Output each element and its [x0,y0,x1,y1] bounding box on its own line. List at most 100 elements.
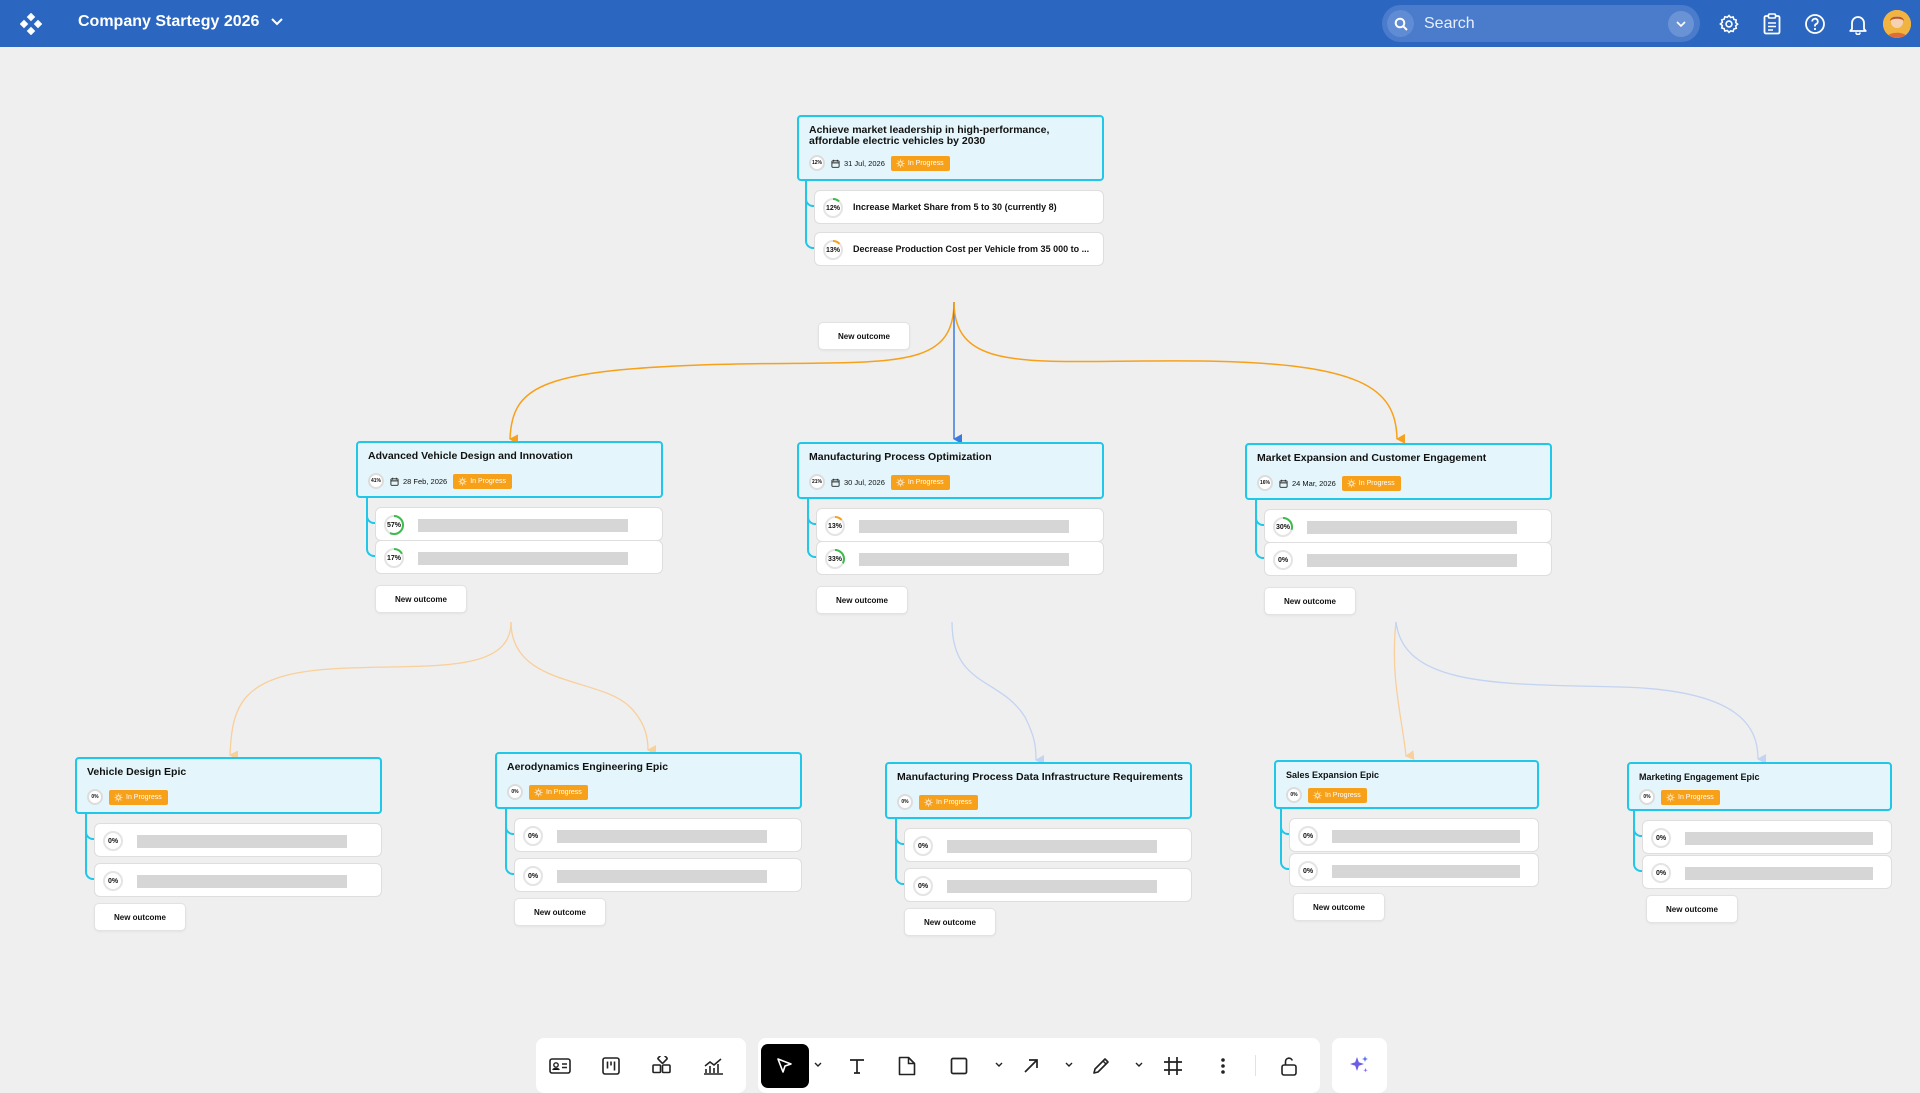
key-result-row[interactable]: 13% Decrease Production Cost per Vehicle… [814,232,1104,266]
objective-title: Aerodynamics Engineering Epic [507,761,669,773]
key-result-row[interactable]: 0% [1642,820,1892,854]
new-outcome-button[interactable]: New outcome [1646,895,1738,923]
key-result-row[interactable]: 57% [375,507,663,541]
status-badge[interactable]: In Progress [1341,475,1401,491]
new-outcome-button[interactable]: New outcome [1264,587,1356,615]
key-result-row[interactable]: 0% [94,823,382,857]
pointer-icon[interactable] [761,1044,809,1088]
in-progress-sun-icon [1347,478,1356,488]
due-date-text: 28 Feb, 2026 [403,476,448,486]
objective-card-header[interactable]: Achieve market leadership in high-perfor… [797,115,1104,181]
key-result-placeholder [859,553,1069,566]
text-icon[interactable] [842,1051,872,1081]
key-result-progress-value: 0% [917,882,929,890]
status-badge[interactable]: In Progress [890,155,950,171]
clipboard-icon[interactable] [1760,12,1784,36]
key-result-progress-value: 30% [1275,523,1290,531]
analytics-icon[interactable] [698,1051,728,1081]
frame-icon[interactable] [1158,1051,1188,1081]
pointer-options-chevron-icon[interactable] [813,1060,823,1070]
shape-options-chevron-icon[interactable] [994,1060,1004,1070]
search-options-chevron-icon[interactable] [1668,11,1694,37]
key-result-progress: 0% [912,835,934,857]
key-result-progress-value: 57% [386,521,401,529]
whiteboard-canvas[interactable]: Achieve market leadership in high-perfor… [0,47,1920,1093]
status-badge[interactable]: In Progress [453,473,512,489]
key-result-row[interactable]: 0% [94,863,382,897]
search-input[interactable] [1424,14,1644,34]
arrow-icon[interactable] [1016,1051,1046,1081]
board-title-dropdown[interactable]: Company Startegy 2026 [78,13,284,31]
objective-card-header[interactable]: Manufacturing Process Data Infrastructur… [885,762,1192,819]
more-icon[interactable] [1208,1051,1238,1081]
key-result-row[interactable]: 30% [1264,509,1552,543]
calendar-icon [390,477,399,486]
user-avatar[interactable] [1883,10,1911,38]
new-outcome-button[interactable]: New outcome [904,908,996,936]
key-result-row[interactable]: 0% [904,828,1192,862]
status-badge[interactable]: In Progress [890,474,950,490]
rectangle-icon[interactable] [944,1051,974,1081]
key-result-row[interactable]: 0% [1289,818,1539,852]
unlock-icon[interactable] [1274,1051,1304,1081]
help-icon[interactable] [1803,12,1827,36]
connector-market-to-marketing-epic [1395,621,1767,764]
contact-card-icon[interactable] [545,1051,575,1081]
objective-progress: 12% [809,155,825,171]
app-logo-icon[interactable] [19,12,43,36]
status-badge[interactable]: In Progress [529,784,588,800]
key-result-row[interactable]: 33% [816,541,1104,575]
key-result-placeholder [1332,830,1520,843]
new-outcome-button[interactable]: New outcome [1293,893,1385,921]
key-result-progress: 0% [1650,827,1672,849]
objective-card-header[interactable]: Market Expansion and Customer Engagement… [1245,443,1552,500]
key-result-row[interactable]: 0% [904,868,1192,902]
status-text: In Progress [936,798,972,806]
key-result-progress: 12% [822,197,844,219]
status-badge[interactable]: In Progress [1308,787,1367,803]
key-result-row[interactable]: 0% [1264,542,1552,576]
key-result-progress: 13% [822,239,844,261]
key-result-placeholder [557,830,767,843]
key-result-progress-value: 0% [527,832,539,840]
objective-progress: 41% [368,473,384,489]
settings-gear-icon[interactable] [1717,12,1741,36]
in-progress-sun-icon [924,797,933,807]
status-badge[interactable]: In Progress [1661,789,1720,805]
key-result-row[interactable]: 12% Increase Market Share from 5 to 30 (… [814,190,1104,224]
key-result-row[interactable]: 13% [816,508,1104,542]
new-outcome-button[interactable]: New outcome [94,903,186,931]
key-result-progress: 0% [1297,825,1319,847]
pen-icon[interactable] [1086,1051,1116,1081]
key-result-row[interactable]: 0% [514,858,802,892]
key-result-row[interactable]: 0% [1289,853,1539,887]
status-text: In Progress [470,477,506,485]
new-outcome-button[interactable]: New outcome [514,898,606,926]
sticky-note-icon[interactable] [892,1051,922,1081]
widgets-icon[interactable] [647,1051,677,1081]
new-outcome-button[interactable]: New outcome [375,585,467,613]
key-result-row[interactable]: 0% [1642,855,1892,889]
status-badge[interactable]: In Progress [109,789,168,805]
key-result-row[interactable]: 0% [514,818,802,852]
key-result-progress-value: 12% [825,204,840,212]
status-badge[interactable]: In Progress [919,794,978,810]
key-result-progress-value: 0% [1302,867,1314,875]
connector-manufacturing-to-data-epic [951,621,1045,765]
notifications-bell-icon[interactable] [1846,12,1870,36]
ai-sparkle-icon[interactable] [1344,1051,1374,1081]
new-outcome-button[interactable]: New outcome [818,322,910,350]
search-box[interactable] [1382,5,1700,42]
arrow-options-chevron-icon[interactable] [1064,1060,1074,1070]
new-outcome-button[interactable]: New outcome [816,586,908,614]
key-result-row[interactable]: 17% [375,540,663,574]
key-result-placeholder [859,520,1069,533]
kanban-icon[interactable] [596,1051,626,1081]
pen-options-chevron-icon[interactable] [1134,1060,1144,1070]
